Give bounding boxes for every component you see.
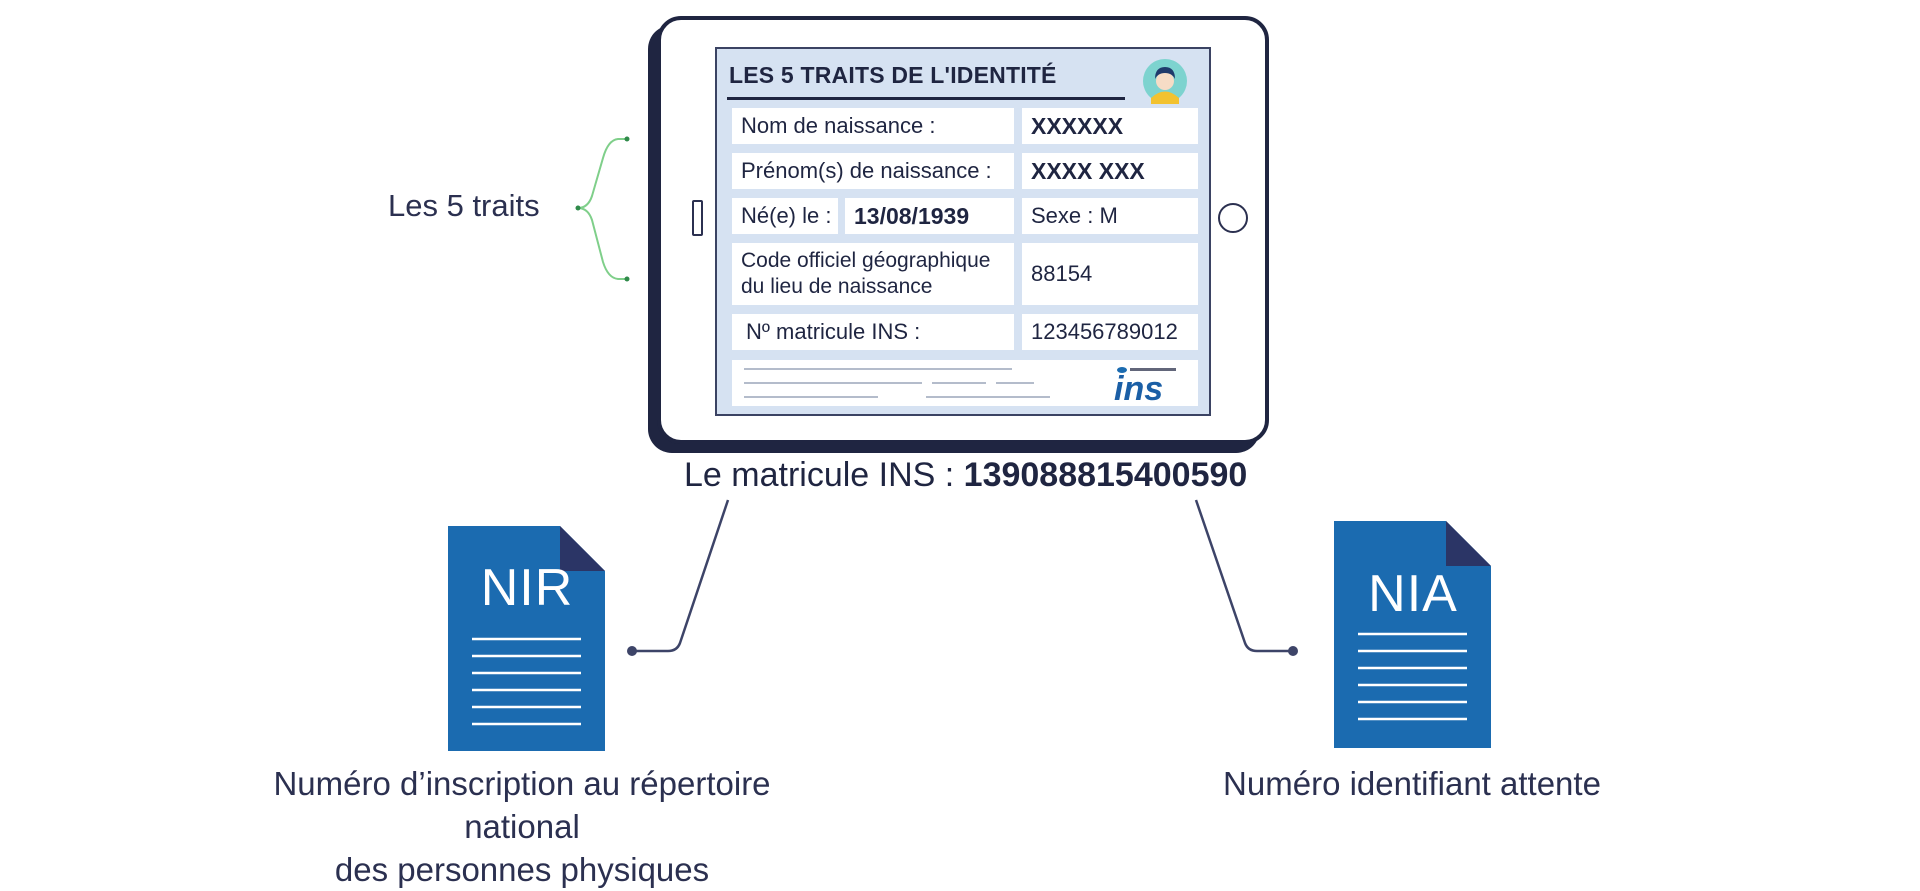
ins-logo-text: ins: [1114, 370, 1163, 404]
nir-document-icon: [448, 526, 605, 751]
sex-value: Sexe : M: [1022, 198, 1198, 234]
nir-caption-line2: des personnes physiques: [334, 851, 710, 888]
first-names-label: Prénom(s) de naissance :: [732, 153, 1014, 189]
nia-caption: Numéro identifiant attente: [1223, 765, 1601, 802]
birthplace-code-label: Code officiel géographique du lieu de na…: [732, 243, 1014, 305]
ins-matricule-label: Le matricule INS :: [684, 456, 964, 494]
bracket-dot-top: [624, 136, 630, 142]
birth-name-value: XXXXXX: [1022, 108, 1198, 144]
ins-number-value: 123456789012: [1022, 314, 1198, 350]
nir-caption: Numéro d’inscription au répertoire natio…: [216, 762, 828, 891]
traits-bracket: [577, 138, 627, 280]
connector-nia-dot: [1288, 646, 1298, 656]
connector-nir-dot: [627, 646, 637, 656]
nia-document-icon: [1334, 521, 1491, 748]
tablet-side-slot: [692, 200, 703, 236]
nia-code: NIA: [1368, 565, 1458, 623]
traits-label: Les 5 traits: [388, 188, 540, 223]
bracket-dot-bottom: [624, 276, 630, 282]
ins-number-label: Nº matricule INS :: [732, 314, 1014, 350]
birthplace-code-value: 88154: [1022, 243, 1198, 305]
birth-date-value: 13/08/1939: [845, 198, 1014, 234]
card-title: LES 5 TRAITS DE L'IDENTITÉ: [729, 62, 1057, 88]
ins-logo: ins: [1114, 367, 1176, 404]
ins-matricule: Le matricule INS : 139088815400590: [684, 456, 1247, 495]
tablet-home-button: [1218, 203, 1248, 233]
user-avatar-icon: [1143, 59, 1187, 104]
birth-date-label: Né(e) le :: [732, 198, 838, 234]
connector-nir: [632, 499, 730, 653]
nir-code: NIR: [480, 559, 574, 617]
ins-matricule-value: 139088815400590: [963, 456, 1248, 494]
bracket-dot-mid: [575, 205, 581, 211]
birth-name-label: Nom de naissance :: [732, 108, 1014, 144]
nir-caption-line1: Numéro d’inscription au répertoire natio…: [273, 765, 771, 845]
first-names-value: XXXX XXX: [1022, 153, 1198, 189]
connector-nia: [1194, 499, 1293, 653]
title-divider: [727, 97, 1125, 100]
